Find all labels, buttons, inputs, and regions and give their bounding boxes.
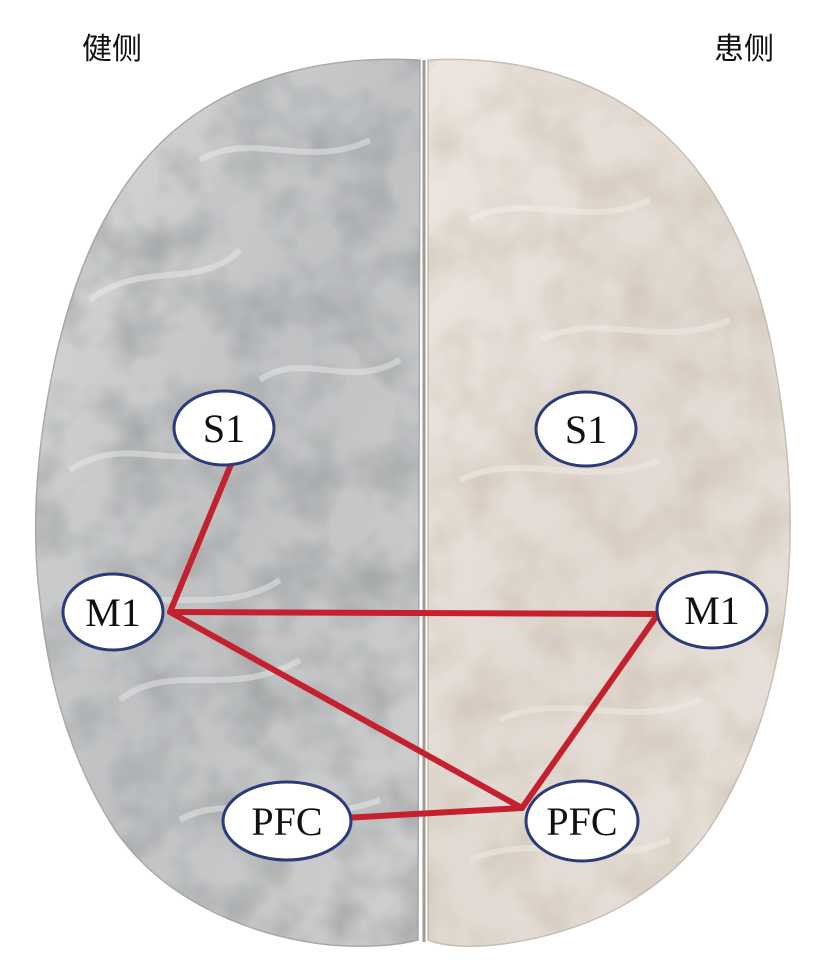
connection-pfcleft-pfcright — [340, 805, 525, 821]
node-pfc-left: PFC — [221, 780, 353, 862]
node-pfc-right: PFC — [524, 779, 640, 863]
connection-m1left-m1right — [167, 609, 661, 617]
node-label: S1 — [565, 407, 607, 452]
connection-s1left-m1left — [167, 459, 235, 615]
node-s1-left: S1 — [172, 389, 276, 467]
left-hemisphere — [34, 58, 421, 947]
node-m1-left: M1 — [61, 572, 165, 652]
connection-m1left-pfcright — [167, 609, 525, 811]
node-label: S1 — [203, 406, 245, 451]
node-s1-right: S1 — [534, 390, 638, 468]
node-label: PFC — [546, 799, 617, 844]
connection-m1right-pfcright — [519, 611, 661, 811]
affected-side-label: 患侧 — [714, 32, 774, 67]
node-label: PFC — [251, 799, 322, 844]
connections — [167, 459, 661, 821]
healthy-side-label: 健侧 — [82, 32, 142, 67]
node-label: M1 — [85, 590, 141, 635]
node-m1-right: M1 — [655, 570, 769, 650]
node-label: M1 — [684, 588, 740, 633]
